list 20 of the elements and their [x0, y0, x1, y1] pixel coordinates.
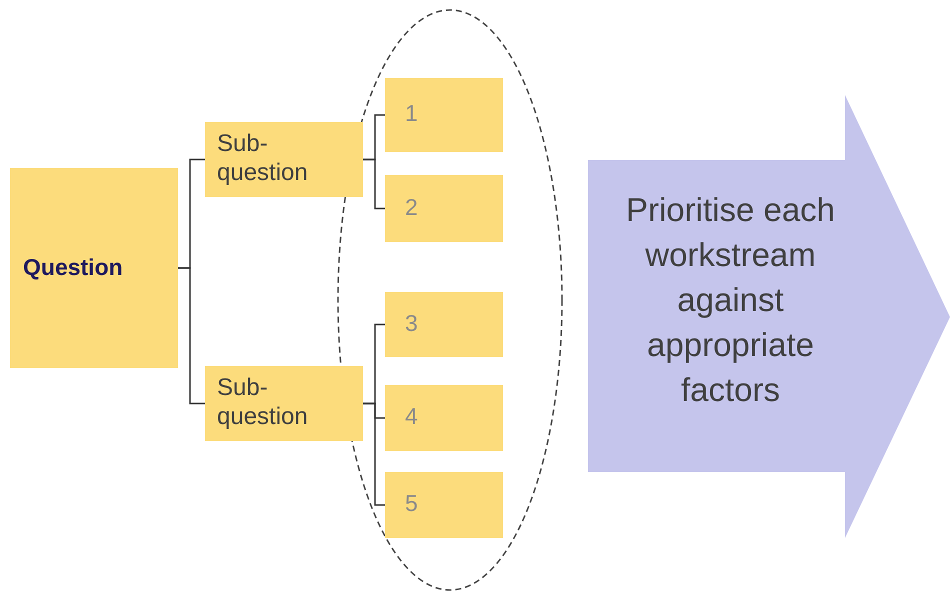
- workstream-number: 5: [405, 490, 418, 517]
- sub-question-label: Sub-question: [217, 129, 309, 187]
- connector-line: [178, 267, 205, 404]
- workstream-number: 1: [405, 100, 418, 127]
- question-label: Question: [23, 254, 123, 281]
- workstream-box: [385, 385, 503, 451]
- workstream-number: 4: [405, 403, 418, 430]
- connector-line: [363, 158, 385, 210]
- workstream-box: [385, 175, 503, 242]
- workstream-box: [385, 472, 503, 538]
- connector-line: [363, 402, 385, 506]
- workstream-box: [385, 292, 503, 357]
- arrow-text: Prioritise each workstream against appropriate factors: [624, 190, 836, 410]
- question-box: [10, 168, 178, 368]
- sub-question-box: [205, 122, 363, 197]
- workstream-number: 2: [405, 194, 418, 220]
- sub-question-box: [205, 366, 363, 441]
- sub-question-label: Sub-question: [217, 373, 309, 431]
- workstream-box: [385, 78, 503, 152]
- workstream-number: 3: [405, 310, 418, 336]
